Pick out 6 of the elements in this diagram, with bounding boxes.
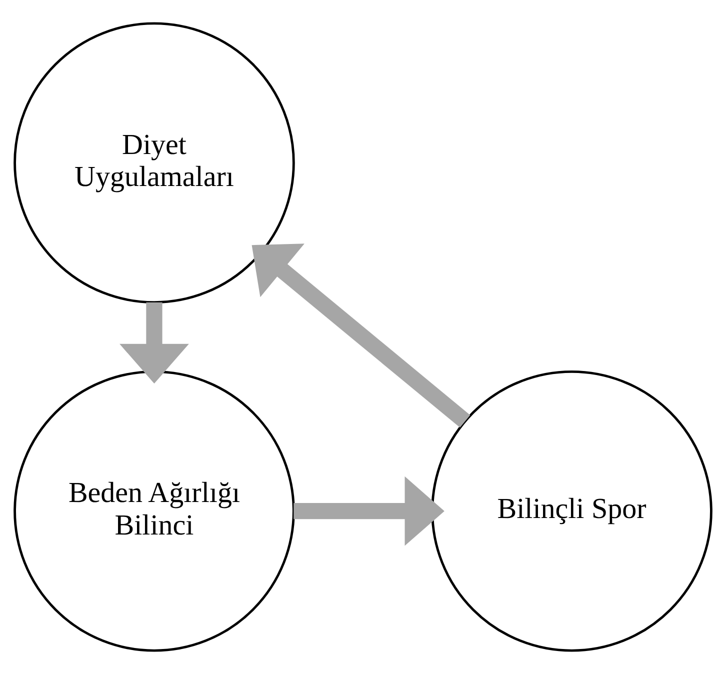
node-circle: Beden Ağırlığı Bilinci xyxy=(14,370,295,652)
arrow xyxy=(294,476,444,546)
arrow xyxy=(252,243,470,428)
node-circle: Diyet Uygulamaları xyxy=(14,22,295,304)
node-circle: Bilinçli Spor xyxy=(431,370,712,652)
arrow xyxy=(120,302,189,384)
